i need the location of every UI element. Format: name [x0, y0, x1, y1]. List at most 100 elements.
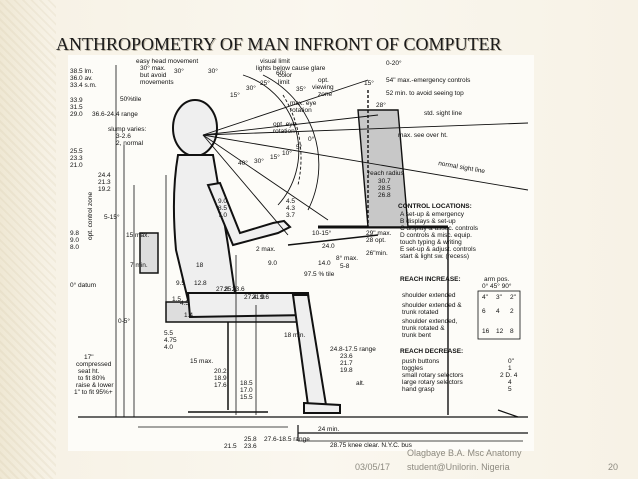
reach-arm-pos: arm pos. — [484, 276, 509, 283]
label-seat-ht: seat ht. — [78, 368, 100, 375]
decrease-toggles: toggles — [402, 365, 424, 372]
label-8-max: 8° max. — [336, 254, 358, 262]
label-opt-control-zone: opt. control zone — [87, 192, 94, 240]
reach-cell-2-0: 16 — [482, 328, 490, 335]
label-compressed: compressed — [76, 361, 112, 368]
angle-6: 60° — [276, 69, 286, 77]
dimension-lines — [115, 65, 523, 442]
reach-increase: REACH INCREASE: arm pos. 0° 45° 90° shou… — [400, 276, 521, 340]
label-l-9-6: 9.6 — [260, 294, 269, 301]
label-54-max: 54" max.-emergency controls — [386, 77, 471, 84]
label-std-sight: std. sight line — [424, 110, 462, 117]
label-21-3: 21.3 — [98, 179, 111, 186]
label-f-7-0: 7.0 — [218, 212, 227, 219]
floor — [78, 409, 528, 441]
label-28-5: 28.5 — [378, 185, 391, 192]
angle-10: 10° — [282, 149, 292, 157]
label-33-4: 33.4 s.m. — [70, 82, 97, 89]
decrease-val-2: 2 D. 4 — [500, 372, 518, 379]
angle-7: 40° — [238, 159, 248, 167]
label-slump-2: 3-2.6 — [116, 133, 131, 140]
decrease-val-4: 5 — [508, 386, 512, 393]
label-24-min: 24 min. — [318, 426, 340, 433]
angle-5: 25° — [260, 79, 270, 87]
anthropometry-svg: 38.5 lm. 36.0 av. 33.4 s.m. 33.9 31.5 29… — [70, 58, 529, 450]
reach-decrease-title: REACH DECREASE: — [400, 348, 463, 355]
label-opt-eye: opt. eye — [273, 121, 297, 128]
label-17-0: 17.0 — [240, 387, 253, 394]
decrease-large-rotary: large rotary selectors — [402, 379, 463, 386]
label-f-9-0: 9.0 — [218, 198, 227, 205]
page-number: 20 — [608, 462, 619, 472]
label-visual-limit: visual limit — [260, 58, 290, 65]
label-19-2: 19.2 — [98, 186, 111, 193]
angle-4: 30° — [246, 84, 256, 92]
reach-cell-0-0: 4" — [482, 294, 489, 301]
label-l-4-5: 4.5 — [180, 300, 189, 307]
control-b: B displays & set-up — [400, 218, 456, 225]
label-lights-glare: lights below cause glare — [256, 65, 326, 72]
label-zone: zone — [318, 91, 332, 98]
label-26-8: 26.8 — [378, 192, 391, 199]
reach-cell-1-0: 6 — [482, 308, 486, 315]
label-l-23-6: 23.6 — [232, 286, 245, 293]
label-36-0: 36.0 av. — [70, 75, 93, 82]
reach-cell-1-2: 2 — [510, 308, 514, 315]
label-normal-sight: normal sight line — [438, 160, 486, 175]
label-opt: opt. — [318, 77, 329, 84]
reach-cell-0-2: 2" — [510, 294, 517, 301]
label-9-8: 9.8 — [70, 230, 79, 237]
label-15-5: 15.5 — [240, 394, 253, 401]
label-23-6-b: 23.6 — [244, 443, 257, 450]
reach-table-box — [477, 290, 521, 340]
foot — [303, 401, 341, 414]
label-raise-lower: raise & lower — [76, 382, 114, 389]
label-23-3: 23.3 — [70, 155, 83, 162]
label-24-0: 24.0 — [322, 243, 335, 250]
reach-cell-0-1: 3" — [496, 294, 503, 301]
reach-trunk-rotated-2: trunk rotated & — [402, 325, 445, 332]
label-f-8-5: 8.5 — [218, 205, 227, 212]
label-29-max: 29" max. — [366, 230, 392, 237]
chair-backrest — [139, 232, 159, 274]
control-e: E set-up & adjust. controls — [400, 246, 477, 253]
label-l-25-6: 25.6 — [224, 286, 237, 293]
label-9-0: 9.0 — [70, 237, 79, 244]
label-f-4-5: 4.5 — [286, 198, 295, 205]
footer-author-line2: student@Unilorin. Nigeria — [407, 462, 510, 472]
label-50-percentile: 50%tile — [120, 96, 142, 103]
label-52-min: 52 min. to avoid seeing top — [386, 90, 464, 97]
desk — [287, 90, 449, 415]
decrease-push: push buttons — [402, 358, 440, 365]
label-l-27-4: 27.4 — [244, 294, 257, 301]
label-knee-clear: 28.75 knee clear. N.Y.C. bus — [330, 442, 413, 449]
control-d: D controls & misc. equip. — [400, 232, 472, 239]
label-21-5: 21.5 — [224, 443, 237, 450]
label-movements: movements — [140, 79, 174, 86]
label-9-0-b: 9.0 — [268, 260, 277, 267]
label-0-20: 0-20° — [386, 59, 402, 67]
label-30-max: 30° max. — [140, 64, 166, 72]
angle-15: 28° — [376, 101, 386, 109]
label-10-15: 10-15° — [312, 229, 332, 237]
reach-angles: 0° 45° 90° — [482, 282, 512, 290]
angle-labels: 30° 30° 15° 30° 25° 60° 40° 30° 15° 10° … — [174, 67, 386, 167]
label-38-5: 38.5 lm. — [70, 68, 93, 75]
decrease-val-1: 1 — [508, 365, 512, 372]
slide-texture — [0, 0, 56, 479]
label-31-5: 31.5 — [70, 104, 83, 111]
label-14-0: 14.0 — [318, 260, 331, 267]
lower-left-labels: 18 9.5 1.5 4.5 12.8 27.8 25.6 23.6 27.4 … — [164, 262, 269, 351]
label-5-15: 5-15° — [104, 213, 120, 221]
control-d-2: touch typing & writing — [400, 239, 462, 246]
label-15-max-b: 15 max. — [190, 358, 213, 365]
label-33-9: 33.9 — [70, 97, 83, 104]
label-s-4-75: 4.75 — [164, 337, 177, 344]
label-19-8: 19.8 — [340, 367, 353, 374]
label-l-27-8: 27.8 — [216, 286, 229, 293]
head-labels: easy head movement 30° max. but avoid mo… — [136, 58, 334, 135]
label-18-5: 18.5 — [240, 380, 253, 387]
label-24-4: 24.4 — [98, 172, 111, 179]
reach-cell-1-1: 4 — [496, 308, 500, 315]
